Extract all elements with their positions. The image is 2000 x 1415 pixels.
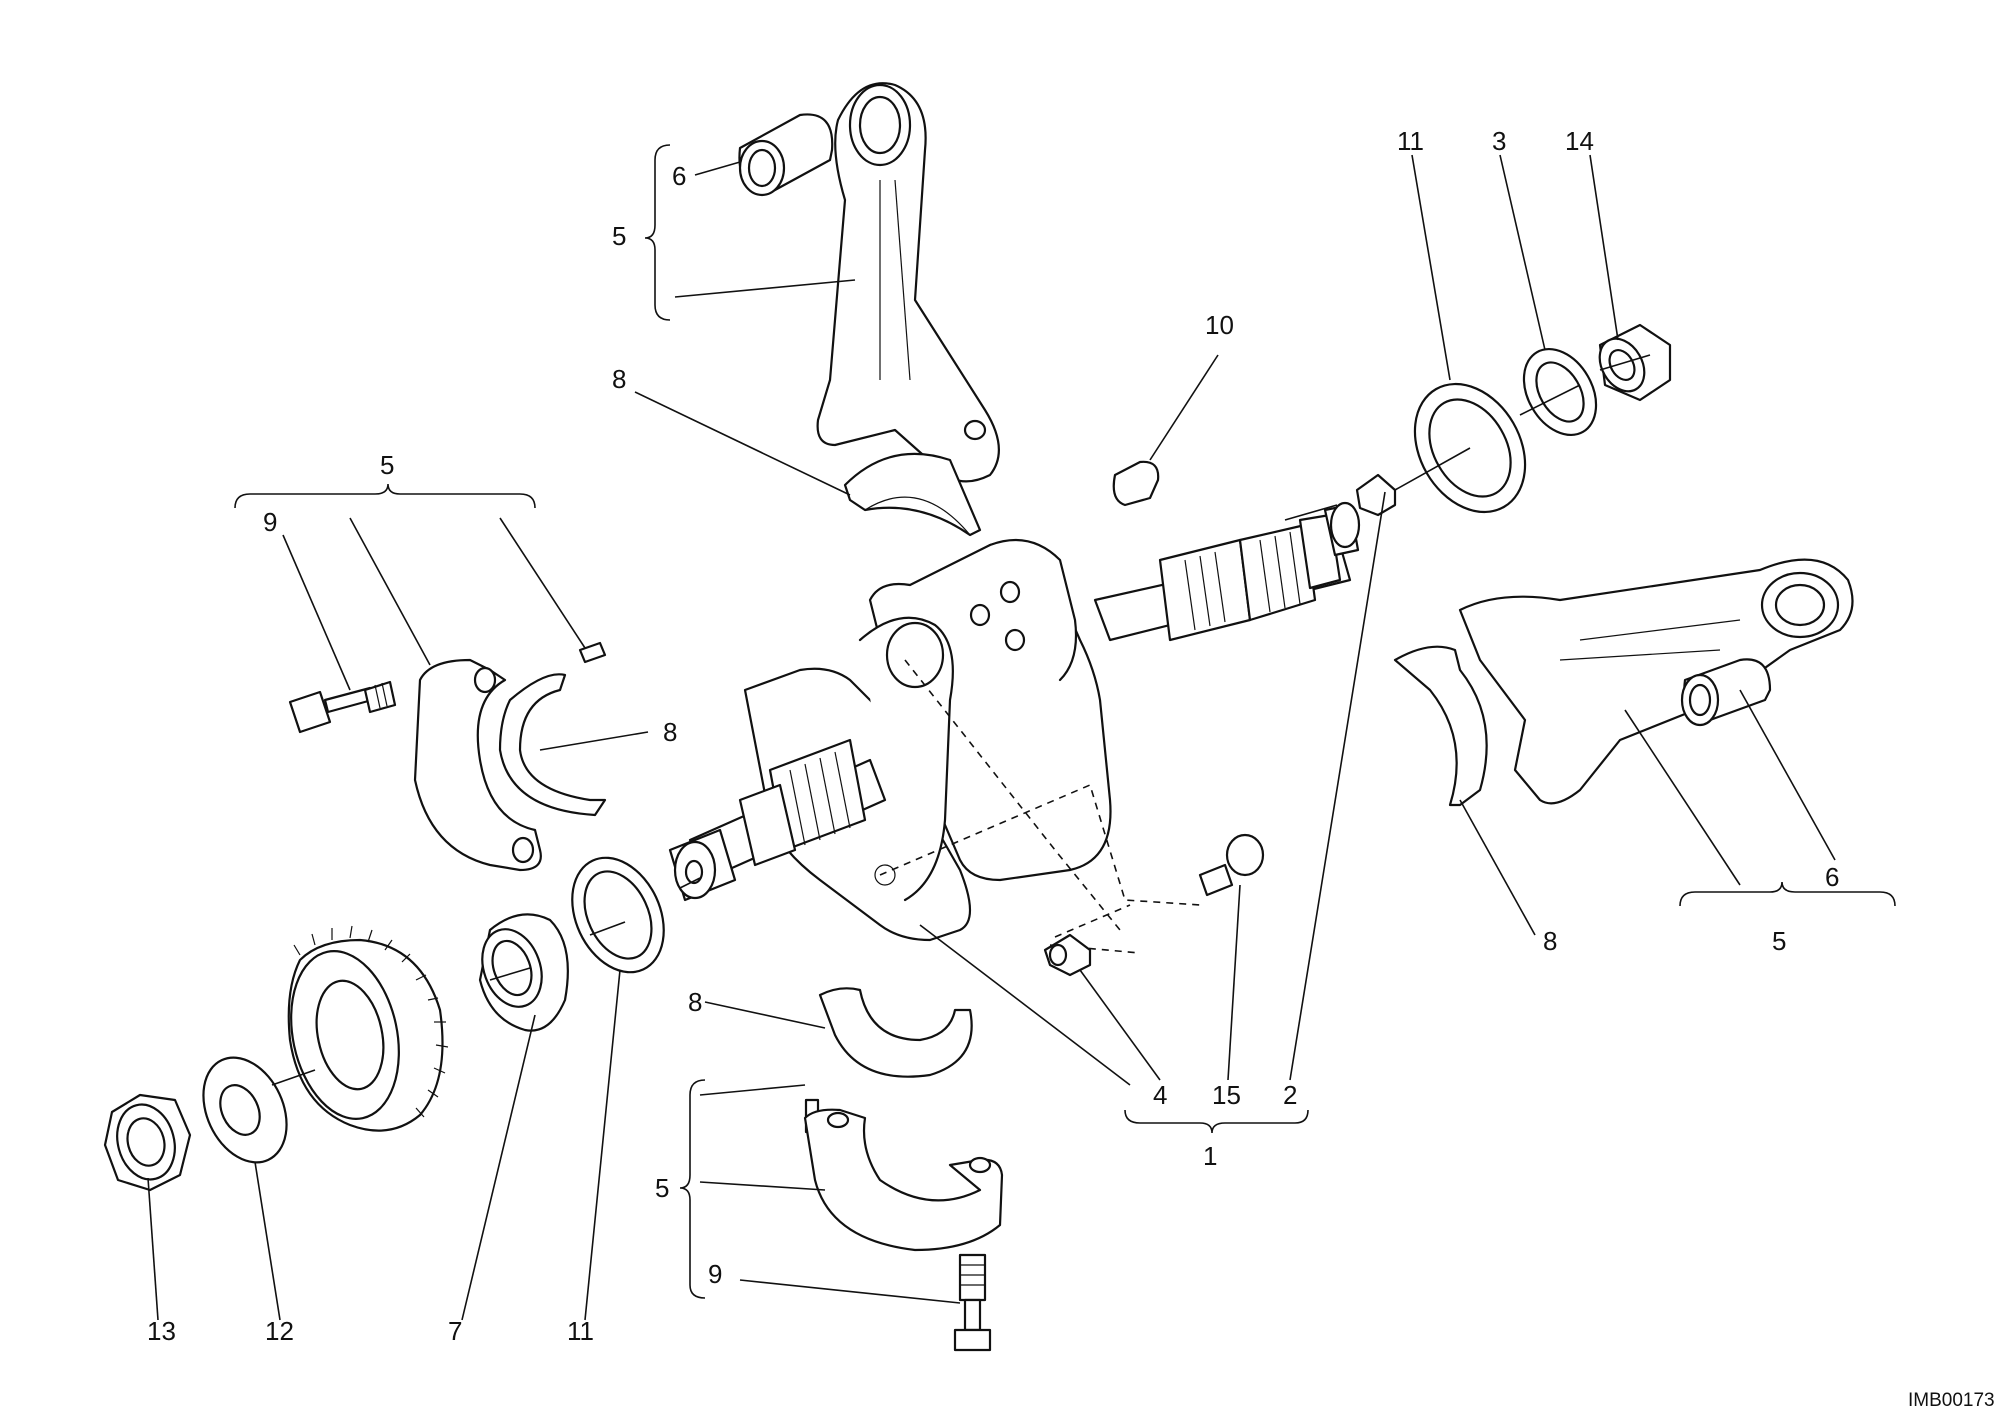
bearing-shell-mid — [818, 987, 973, 1078]
label-5-top: 5 — [612, 221, 626, 251]
callout-labels: 5 6 8 10 11 3 14 5 9 8 8 6 5 8 5 9 4 15 … — [147, 126, 1995, 1411]
drawing-code: IMB00173 — [1908, 1390, 1995, 1410]
label-2: 2 — [1283, 1080, 1297, 1110]
nut-right — [1598, 323, 1672, 402]
label-5-left: 5 — [380, 450, 394, 480]
small-end-bushing-top — [738, 113, 834, 197]
label-4: 4 — [1153, 1080, 1167, 1110]
woodruff-key — [1112, 460, 1160, 507]
label-6-top: 6 — [672, 161, 686, 191]
label-11-top: 11 — [1397, 126, 1424, 156]
plug-center — [1043, 933, 1092, 977]
leader-lines — [147, 144, 1896, 1321]
plug-right — [1355, 473, 1397, 517]
big-end-bearing-top — [843, 452, 982, 537]
label-8-top: 8 — [612, 364, 626, 394]
label-8-left: 8 — [663, 717, 677, 747]
label-8-mid: 8 — [688, 987, 702, 1017]
rod-cap-bottom — [803, 1108, 1004, 1252]
nut-left — [103, 1093, 192, 1192]
bolt-bottom — [953, 1253, 992, 1352]
lock-washer — [202, 1056, 288, 1164]
label-9-bottom: 9 — [708, 1259, 722, 1289]
label-5-bottom: 5 — [655, 1173, 669, 1203]
label-10: 10 — [1205, 310, 1234, 340]
dowel-pin-left — [578, 641, 607, 664]
label-3: 3 — [1492, 126, 1506, 156]
label-8-right: 8 — [1543, 926, 1557, 956]
connecting-rod-right — [1458, 558, 1854, 805]
label-5-right: 5 — [1772, 926, 1786, 956]
connecting-rod-top — [816, 82, 1000, 483]
label-14: 14 — [1565, 126, 1594, 156]
rod-cap-left — [413, 658, 542, 872]
label-1: 1 — [1203, 1141, 1217, 1171]
label-6-right: 6 — [1825, 862, 1839, 892]
label-9-left: 9 — [263, 507, 277, 537]
oil-seal-ring — [478, 913, 569, 1032]
crankshaft — [668, 501, 1361, 954]
bearing-shell-left — [498, 673, 607, 817]
plug-screw — [1198, 833, 1265, 897]
label-13: 13 — [147, 1316, 176, 1346]
label-11-bottom: 11 — [567, 1316, 594, 1346]
label-7: 7 — [448, 1316, 462, 1346]
bolt-left — [288, 680, 397, 734]
label-15: 15 — [1212, 1080, 1241, 1110]
big-end-bearing-right — [1393, 645, 1488, 807]
spacer-ring — [1522, 347, 1598, 437]
gear — [287, 925, 449, 1132]
label-12: 12 — [265, 1316, 294, 1346]
shim-ring-left — [571, 856, 665, 974]
